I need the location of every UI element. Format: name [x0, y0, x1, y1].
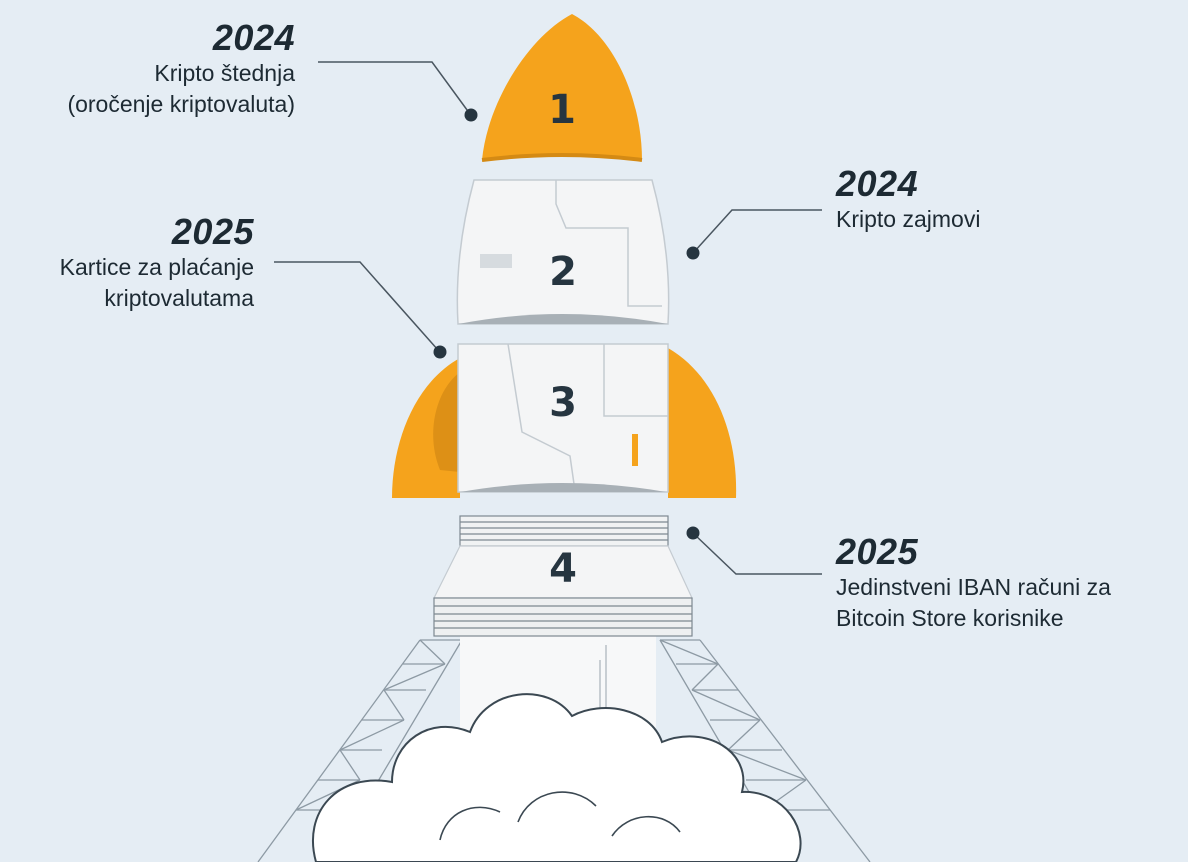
rocket-fins [392, 348, 737, 498]
smoke-cloud [311, 693, 802, 862]
milestone-description-line: Kartice za plaćanje [59, 254, 254, 280]
milestone-description-line: Jedinstveni IBAN računi za [836, 574, 1111, 600]
milestone-2-label: 2024 Kripto zajmovi [836, 164, 980, 235]
milestone-description-line: Bitcoin Store korisnike [836, 605, 1064, 631]
milestone-description-line: kriptovalutama [104, 285, 254, 311]
leader-dot-4 [686, 526, 700, 540]
milestone-3-label: 2025 Kartice za plaćanje kriptovalutama [60, 212, 254, 314]
milestone-year: 2025 [836, 531, 919, 572]
launch-tower-left [257, 639, 463, 862]
leader-dot-1 [464, 108, 478, 122]
milestone-year: 2024 [836, 163, 919, 204]
milestone-year: 2024 [212, 17, 295, 58]
stage-3-module: 3 [457, 343, 669, 493]
stage-4-engine: 4 [433, 515, 693, 637]
milestone-year: 2025 [171, 211, 254, 252]
leader-dot-2 [686, 246, 700, 260]
milestone-description-line: (oročenje kriptovaluta) [67, 91, 295, 117]
stage-number: 4 [549, 546, 577, 592]
leader-dots [433, 108, 700, 540]
stage-number: 2 [549, 249, 577, 295]
milestone-1-label: 2024 Kripto štednja (oročenje kriptovalu… [67, 18, 295, 120]
milestone-description-line: Kripto zajmovi [836, 206, 981, 232]
leader-dot-3 [433, 345, 447, 359]
stage-2-module: 2 [456, 179, 670, 325]
stage-number: 1 [548, 87, 576, 133]
leader-lines [274, 61, 822, 575]
milestone-description-line: Kripto štednja [154, 60, 295, 86]
milestone-4-label: 2025 Jedinstveni IBAN računi za Bitcoin … [836, 532, 1111, 634]
stage-number: 3 [549, 380, 577, 426]
leader-line-1 [318, 61, 471, 115]
leader-line-2 [693, 209, 822, 253]
leader-line-4 [693, 533, 822, 575]
stage-1-nose-cone: 1 [481, 14, 643, 162]
leader-line-3 [274, 261, 439, 351]
